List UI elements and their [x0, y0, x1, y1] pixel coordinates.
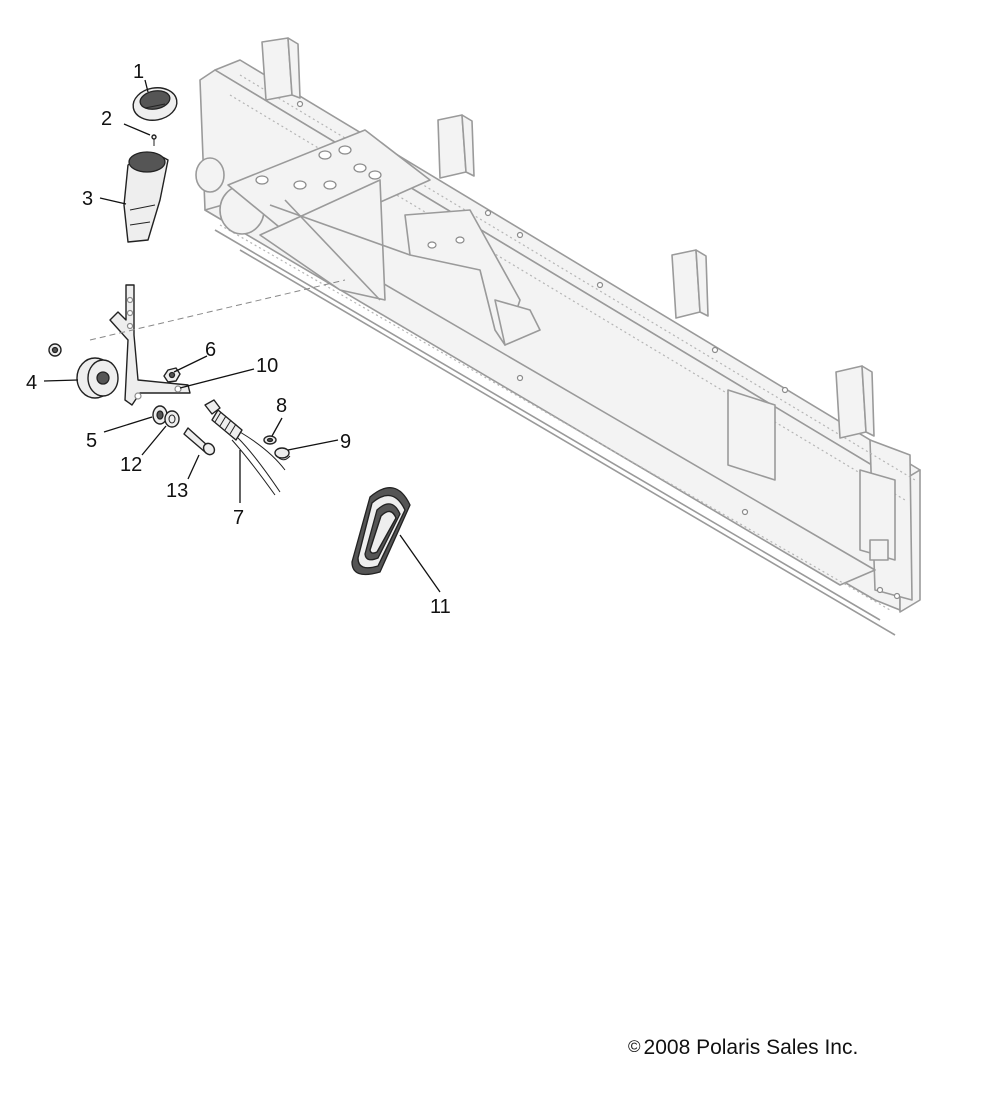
callout-6: 6: [205, 339, 216, 361]
part-5-washer: [152, 405, 168, 425]
callout-3: 3: [82, 188, 93, 210]
callout-5: 5: [86, 430, 97, 452]
copyright-notice: ©2008 Polaris Sales Inc.: [628, 1036, 858, 1060]
frame-crossmember: [195, 37, 921, 636]
part-10-shift-lever: [109, 284, 191, 406]
part-13-bolt: [183, 427, 216, 456]
callout-10: 10: [256, 355, 278, 377]
part-9-clip: [274, 447, 291, 461]
frame-post-1: [261, 37, 301, 101]
part-7-shift-cable: [204, 399, 286, 496]
callout-4: 4: [26, 372, 37, 394]
frame-post-4: [835, 365, 875, 439]
copyright-icon: ©: [628, 1037, 641, 1056]
part-11-pedal-pad: [351, 487, 411, 576]
copyright-text: 2008 Polaris Sales Inc.: [643, 1036, 859, 1059]
mounting-line: [89, 279, 346, 341]
callout-13: 13: [166, 480, 188, 502]
callout-11: 11: [430, 596, 451, 618]
part-8-washer: [263, 435, 277, 445]
callout-7: 7: [233, 507, 244, 529]
callout-8: 8: [276, 395, 287, 417]
frame-post-2: [437, 114, 475, 179]
part-4-pivot-bushing: [48, 343, 119, 399]
frame-post-3: [671, 249, 709, 319]
part-1-knob-cap: [132, 87, 178, 121]
part-12-washer: [164, 410, 180, 428]
callout-2: 2: [101, 108, 112, 130]
callout-12: 12: [120, 454, 142, 476]
callout-9: 9: [340, 431, 351, 453]
part-3-shift-knob: [123, 151, 169, 243]
callout-1: 1: [133, 61, 144, 83]
leader-lines: [43, 79, 441, 593]
part-2-screw: [151, 134, 157, 146]
